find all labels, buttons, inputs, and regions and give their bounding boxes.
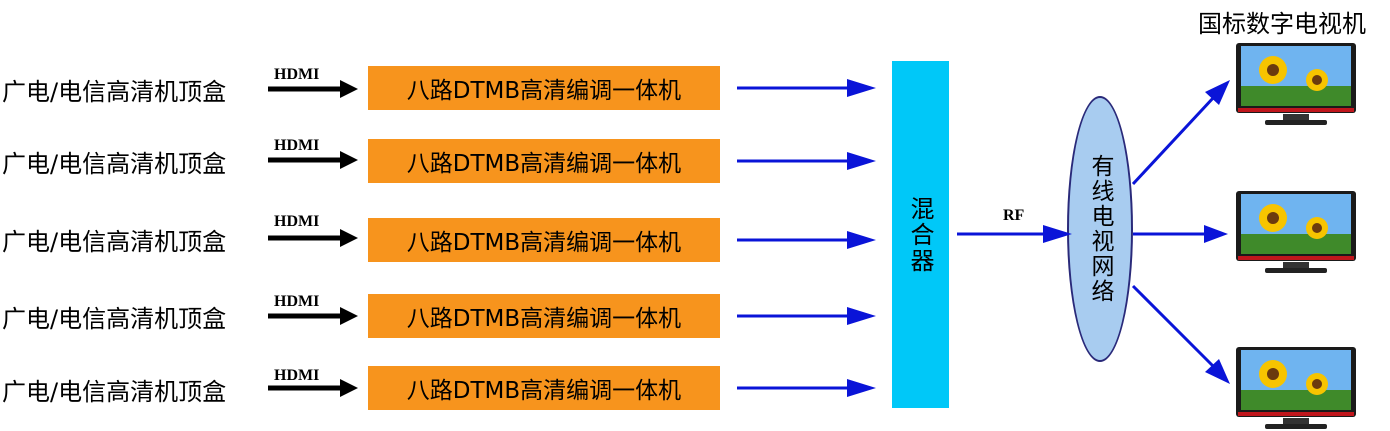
encoder-box-4: 八路DTMB高清编调一体机	[368, 294, 720, 338]
source-label-5: 广电/电信高清机顶盒	[2, 378, 227, 406]
encoder-box-3: 八路DTMB高清编调一体机	[368, 218, 720, 262]
hdmi-label-4: HDMI	[274, 293, 320, 310]
encoder-box-2: 八路DTMB高清编调一体机	[368, 139, 720, 183]
tv-3	[1236, 347, 1356, 429]
source-label-4: 广电/电信高清机顶盒	[2, 305, 227, 333]
tv-1	[1236, 43, 1356, 125]
source-label-2: 广电/电信高清机顶盒	[2, 150, 227, 178]
hdmi-label-5: HDMI	[274, 367, 320, 384]
source-label-3: 广电/电信高清机顶盒	[2, 228, 227, 256]
encoder-label: 八路DTMB高清编调一体机	[406, 78, 682, 104]
encoder-label: 八路DTMB高清编调一体机	[406, 151, 682, 177]
source-label-1: 广电/电信高清机顶盒	[2, 78, 227, 106]
hdmi-label-1: HDMI	[274, 66, 320, 83]
hdmi-label-2: HDMI	[274, 137, 320, 154]
mixer-label: 混合器	[906, 195, 934, 274]
rf-label: RF	[1003, 207, 1025, 224]
mixer-block: 混合器	[892, 61, 949, 408]
tv-title: 国标数字电视机	[1198, 10, 1366, 38]
encoder-label: 八路DTMB高清编调一体机	[406, 306, 682, 332]
cable-tv-network: 有线电视网络	[1067, 96, 1133, 362]
tv-2	[1236, 191, 1356, 273]
encoder-box-5: 八路DTMB高清编调一体机	[368, 366, 720, 410]
hdmi-label-3: HDMI	[274, 213, 320, 230]
network-label: 有线电视网络	[1087, 154, 1113, 304]
encoder-label: 八路DTMB高清编调一体机	[406, 230, 682, 256]
encoder-label: 八路DTMB高清编调一体机	[406, 378, 682, 404]
encoder-box-1: 八路DTMB高清编调一体机	[368, 66, 720, 110]
